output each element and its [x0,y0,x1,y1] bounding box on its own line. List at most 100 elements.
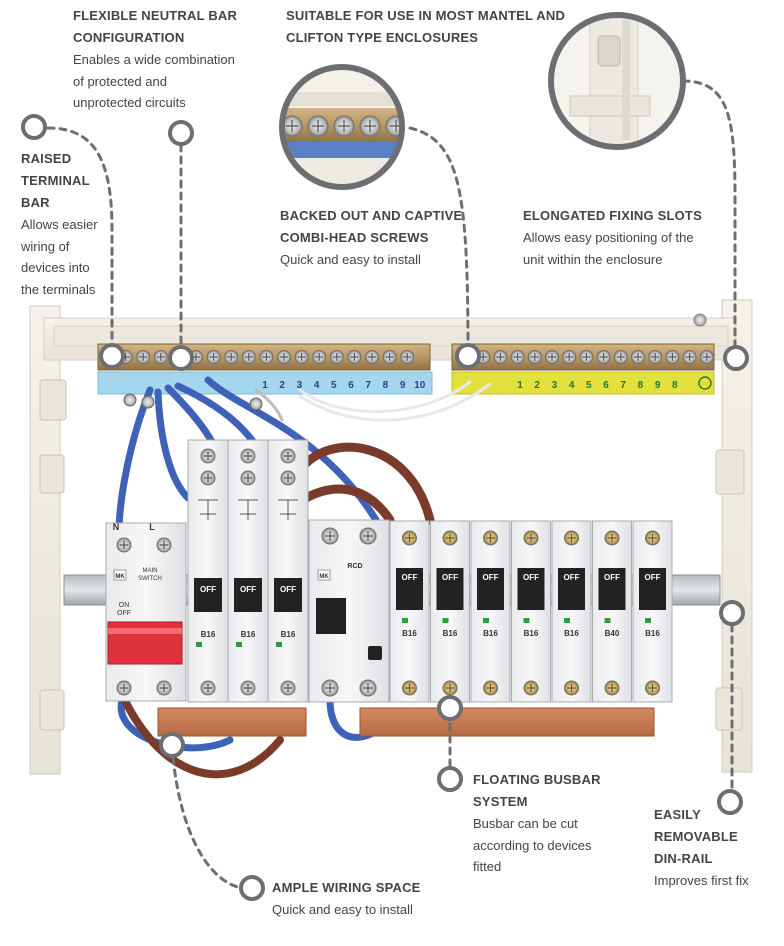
callout-desc: Quick and easy to install [280,252,421,267]
callout-raised-terminal: RAISED TERMINAL BAR Allows easier wiring… [21,148,121,300]
callout-flexible-neutral: FLEXIBLE NEUTRAL BAR CONFIGURATION Enabl… [73,5,273,114]
earth-terminal-number: 8 [672,380,678,391]
mcb-toggle[interactable] [436,568,464,610]
rcbo-indicator [236,642,242,647]
mcb-toggle[interactable] [517,568,545,610]
mcb-rating: B16 [443,629,458,638]
rcd-label: RCD [347,563,362,570]
callout-title: RAISED TERMINAL BAR [21,151,90,210]
marker-busbar [437,695,463,721]
marker-floating-busbar [437,766,463,792]
neutral-terminal-number: 7 [365,380,371,391]
rcd-toggle[interactable] [316,598,346,634]
rcbo-rating: B16 [241,630,256,639]
marker-combi-screws [455,343,481,369]
callout-desc: Allows easier wiring of devices into the… [21,217,98,297]
rcd-brand: MK [319,574,329,580]
mcb-indicator [564,618,570,623]
rcbo-schematic-icon [278,499,298,520]
marker-ample-wiring [239,875,265,901]
mcb-toggle[interactable] [477,568,504,610]
terminal-l-label: L [149,522,155,532]
marker-fixing-slots [723,345,749,371]
mcb-off-label: OFF [402,573,418,582]
callout-desc: Busbar can be cut according to devices f… [473,816,592,874]
callout-title: FLEXIBLE NEUTRAL BAR CONFIGURATION [73,8,238,45]
brand-logo [317,569,331,581]
mcb-toggle[interactable] [558,568,585,610]
brand-logo [113,569,127,581]
earth-terminal-number: 6 [603,380,609,391]
mcb-rating: B16 [564,629,579,638]
marker-raised-terminal [21,114,47,140]
mcb-toggle[interactable] [396,568,423,610]
marker-terminal-bar [99,343,125,369]
rcbo-toggle[interactable] [234,578,262,612]
mcb-indicator [402,618,408,623]
callout-markers [21,114,749,901]
mcb-off-label: OFF [564,573,580,582]
earth-terminal-number: 4 [569,380,575,391]
neutral-terminal-number: 2 [279,380,285,391]
mcb-device [430,520,470,703]
callout-floating-busbar: FLOATING BUSBAR SYSTEM Busbar can be cut… [473,769,643,878]
marker-neutral-bar [168,345,194,371]
rcbo-schematic-icon [238,499,258,520]
callout-elongated: ELONGATED FIXING SLOTS Allows easy posit… [523,205,733,270]
rcbo-indicator [276,642,282,647]
callout-leaders [46,79,737,890]
main-switch [105,522,187,702]
mcb-off-label: OFF [604,573,620,582]
rcbo-schematic-icon [198,499,218,520]
mcb-off-label: OFF [442,573,458,582]
mantel-enclosure-inset [279,64,405,190]
marker-wiring-space [159,732,185,758]
mcb-rating: B16 [402,629,417,638]
neutral-terminal-number: 6 [348,380,354,391]
callout-easily-removable: EASILY REMOVABLE DIN-RAIL Improves first… [654,804,782,892]
mcb-indicator [442,618,449,623]
enclosure-frame [29,299,753,775]
callout-title: ELONGATED FIXING SLOTS [523,208,702,223]
marker-easily-removable [717,789,743,815]
busbar-right [359,707,655,737]
rcd-test-button[interactable] [368,646,382,660]
rcbo-toggle[interactable] [274,578,302,612]
mcb-toggle[interactable] [598,568,626,610]
callout-desc: Allows easy positioning of the unit with… [523,230,694,267]
marker-din-rail [719,600,745,626]
mcb-device [551,520,592,703]
mcb-device [632,520,673,703]
callout-title: AMPLE WIRING SPACE [272,880,421,895]
mcb-toggle[interactable] [639,568,666,610]
mcb-indicator [645,618,651,623]
rcbo-rating: B16 [281,630,296,639]
neutral-terminal-number: 4 [314,380,320,391]
earth-terminal-number: 2 [534,380,540,391]
fixing-slot-inset [548,12,686,150]
mcb-rating: B16 [524,629,539,638]
main-switch-on-label: ON [119,602,130,609]
neutral-terminal-number: 1 [262,380,268,391]
rcbo-indicator [196,642,202,647]
mcb-device [470,520,511,703]
main-switch-toggle-highlight [108,628,182,634]
callout-desc: Improves first fix [654,873,749,888]
callout-title: FLOATING BUSBAR SYSTEM [473,772,601,809]
mcb-off-label: OFF [483,573,499,582]
callout-desc: Quick and easy to install [272,902,413,917]
mcb-device [511,520,551,703]
earth-terminal-number: 3 [552,380,558,391]
rcbo-toggle[interactable] [194,578,222,612]
callout-backed-out: BACKED OUT AND CAPTIVE COMBI-HEAD SCREWS… [280,205,480,271]
mcb-device [592,520,632,703]
mcb-rating: B16 [645,629,660,638]
rcbo-off-label: OFF [200,585,216,594]
wiring [115,376,492,779]
rcbo-off-label: OFF [240,585,256,594]
neutral-terminal-number: 8 [383,380,389,391]
terminal-n-label: N [113,522,120,532]
